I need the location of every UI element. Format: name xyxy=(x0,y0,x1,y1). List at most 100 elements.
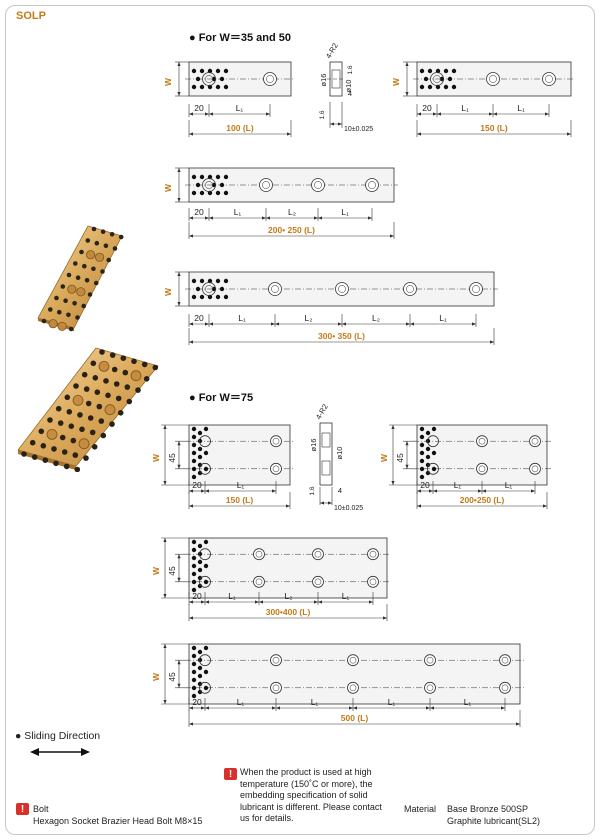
lubricant-dot xyxy=(203,539,209,545)
photo-lubricant-dot xyxy=(66,272,72,278)
dimension-arrowhead xyxy=(349,706,353,710)
lubricant-dot xyxy=(197,583,203,589)
lubricant-dot xyxy=(425,462,431,468)
photo-lubricant-dot xyxy=(74,466,81,472)
photo-lubricant-dot xyxy=(100,269,105,274)
dimension-arrowhead xyxy=(209,322,213,326)
lubricant-dot xyxy=(419,474,425,480)
lubricant-dot xyxy=(191,555,197,561)
bolt-hole xyxy=(199,462,211,475)
dimension-arrowhead xyxy=(545,112,549,116)
lubricant-dot xyxy=(191,547,197,553)
dimension-arrowhead xyxy=(177,272,181,276)
dimension-arrowhead xyxy=(177,464,181,469)
photo-lubricant-dot xyxy=(79,426,85,433)
bolt-hole xyxy=(263,72,277,86)
photo-lubricant-dot xyxy=(122,369,129,376)
dimension-arrowhead xyxy=(328,501,332,505)
dim-segment-label: 20 xyxy=(192,697,202,707)
dim-4-label: 4 xyxy=(348,89,352,98)
dimension-arrowhead xyxy=(430,706,434,710)
wear-plate-outline xyxy=(188,424,291,486)
overall-length-label: 500 (L) xyxy=(341,713,369,723)
bolt-hole xyxy=(335,282,349,296)
photo-lubricant-dot xyxy=(40,443,47,449)
dimension-arrowhead xyxy=(338,122,342,126)
bolt-hole-counterbore xyxy=(266,75,274,83)
dimension-arrowhead xyxy=(472,322,476,326)
photo-lubricant-dot xyxy=(29,439,36,446)
lubricant-dot xyxy=(197,551,203,557)
dim-45-label: 45 xyxy=(395,453,405,463)
bolt-hole xyxy=(424,681,436,694)
dim-d10-label: ø10 xyxy=(335,447,344,460)
dimension-arrowhead xyxy=(531,489,535,493)
bolt-hole xyxy=(199,654,211,667)
dimension-arrowhead xyxy=(390,234,394,238)
material-label: Material xyxy=(404,804,437,814)
bolt-hole xyxy=(529,435,541,448)
product-photo-small xyxy=(37,225,124,332)
dim-4-label: 4 xyxy=(338,486,342,495)
dimension-arrowhead xyxy=(266,216,270,220)
photo-lubricant-dot xyxy=(115,395,122,402)
lubricant-dot xyxy=(195,286,201,292)
bolt-hole xyxy=(312,575,324,588)
lubricant-dot xyxy=(443,84,449,90)
dimension-arrowhead xyxy=(255,600,259,604)
photo-lubricant-dot xyxy=(61,449,68,455)
lubricant-dot xyxy=(191,474,197,480)
lubricant-dot xyxy=(451,84,457,90)
lubricant-dot xyxy=(191,645,197,651)
bolt-hole xyxy=(469,282,483,296)
lubricant-dot xyxy=(215,190,221,196)
dimension-arrowhead xyxy=(516,722,520,726)
photo-lubricant-dot xyxy=(103,243,109,249)
lubricant-dot xyxy=(443,68,449,74)
lubricant-dot xyxy=(199,294,205,300)
dimension-arrowhead xyxy=(201,600,205,604)
bolt-hole-counterbore xyxy=(272,437,280,445)
dim-segment-label: 20 xyxy=(422,103,432,113)
dim-45-label: 45 xyxy=(167,566,177,576)
photo-lubricant-dot xyxy=(84,278,90,283)
lubricant-dot xyxy=(203,450,209,456)
photo-lubricant-dot xyxy=(93,280,99,286)
dimension-arrowhead xyxy=(163,481,167,485)
photo-lubricant-dot xyxy=(113,381,120,387)
dimension-arrowhead xyxy=(189,112,193,116)
bolt-hole xyxy=(270,681,282,694)
dimension-arrowhead xyxy=(493,112,497,116)
lubricant-dot xyxy=(197,673,203,679)
bolt-hole-counterbore xyxy=(531,437,539,445)
dim-w-label: W xyxy=(151,453,161,462)
photo-bolt-hole xyxy=(57,321,67,331)
lubricant-dot xyxy=(451,68,457,74)
lubricant-dot xyxy=(191,450,197,456)
bolt-hole xyxy=(403,282,417,296)
bolt-hole xyxy=(486,72,500,86)
bolt-hole xyxy=(365,178,379,192)
dimension-arrowhead xyxy=(189,722,193,726)
dimension-arrowhead xyxy=(478,489,482,493)
overall-length-label: 200•250 (L) xyxy=(460,495,505,505)
bolt-hole xyxy=(270,654,282,667)
lubricant-dot xyxy=(191,190,197,196)
counterbore-section xyxy=(331,69,341,89)
overall-length-label: 150 (L) xyxy=(226,495,254,505)
dimension-arrowhead xyxy=(177,441,181,446)
lubricant-dot xyxy=(419,84,425,90)
bolt-hole-counterbore xyxy=(349,684,357,692)
dimension-arrowhead xyxy=(177,92,181,96)
bolt-title: Bolt xyxy=(33,804,49,814)
photo-lubricant-dot xyxy=(109,232,115,237)
lubricant-dot xyxy=(191,174,197,180)
bolt-spec: Hexagon Socket Brazier Head Bolt M8×15 xyxy=(33,816,203,826)
dimension-arrowhead xyxy=(205,706,209,710)
dim-w-label: W xyxy=(151,566,161,575)
photo-lubricant-dot xyxy=(94,240,100,246)
dimension-arrowhead xyxy=(177,168,181,172)
lubricant-dot xyxy=(419,450,425,456)
photo-lubricant-dot xyxy=(81,371,88,378)
